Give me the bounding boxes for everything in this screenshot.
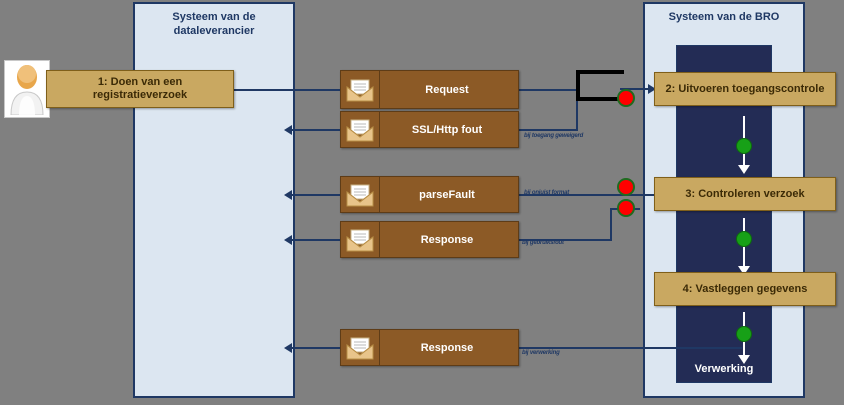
connector-request-out bbox=[518, 89, 578, 91]
green-dot-2 bbox=[736, 231, 752, 247]
message-box-sslfout[interactable]: SSL/Http fout bbox=[340, 111, 519, 148]
envelope-icon bbox=[341, 177, 380, 212]
process-box-step4[interactable]: 4: Vastleggen gegevens bbox=[654, 272, 836, 306]
band-flow-arrow-1 bbox=[738, 165, 750, 174]
connector-to-step2 bbox=[620, 88, 656, 90]
green-dot-1 bbox=[736, 138, 752, 154]
connector-request-thick-v bbox=[576, 70, 580, 101]
envelope-icon-glyph bbox=[346, 337, 374, 359]
swimlane-bro-title: Systeem van de BRO bbox=[668, 11, 780, 23]
connector-response2-in bbox=[518, 347, 742, 349]
red-dot-onjuist bbox=[617, 178, 635, 196]
note-gebruiksfout: bij gebruiksfout bbox=[522, 240, 564, 246]
actor-dataleverancier bbox=[4, 60, 50, 118]
message-box-request[interactable]: Request bbox=[340, 70, 519, 109]
green-dot-3 bbox=[736, 326, 752, 342]
red-dot-gebruiksfout bbox=[617, 199, 635, 217]
arrow-parsefault-left bbox=[284, 190, 292, 200]
message-box-request-label: Request bbox=[425, 83, 469, 96]
process-box-step2[interactable]: 2: Uitvoeren toegangscontrole bbox=[654, 72, 836, 106]
message-box-sslfout-label: SSL/Http fout bbox=[411, 123, 483, 136]
envelope-icon bbox=[341, 222, 380, 257]
connector-sslfout-drop bbox=[576, 101, 578, 129]
process-box-step1-line1: 1: Doen van een bbox=[97, 76, 183, 88]
band-flow-arrow-2 bbox=[738, 266, 750, 275]
process-box-step1-line2: registratieverzoek bbox=[92, 89, 188, 101]
arrow-sslfout-left bbox=[284, 125, 292, 135]
swimlane-dataleverancier-title-line2: dataleverancier bbox=[173, 25, 255, 37]
envelope-icon bbox=[341, 112, 380, 147]
arrow-response1-left bbox=[284, 235, 292, 245]
connector-request-thick-h1 bbox=[576, 97, 624, 101]
process-box-step3[interactable]: 3: Controleren verzoek bbox=[654, 177, 836, 211]
connector-response1-riser bbox=[610, 208, 612, 240]
message-box-parsefault-label: parseFault bbox=[419, 188, 475, 201]
note-onjuist-format: bij onjuist format bbox=[524, 190, 570, 196]
connector-parsefault-out bbox=[292, 194, 340, 196]
process-box-step2-label: 2: Uitvoeren toegangscontrole bbox=[665, 82, 825, 95]
connector-response1-in bbox=[518, 239, 612, 241]
connector-parsefault-in bbox=[518, 194, 626, 196]
note-toegang-geweigerd: bij toegang geweigerd bbox=[524, 133, 584, 139]
connector-response1-out bbox=[292, 239, 340, 241]
process-box-step1[interactable]: 1: Doen van een registratieverzoek bbox=[46, 70, 234, 108]
envelope-icon-glyph bbox=[346, 119, 374, 141]
note-verwerking: bij verwerking bbox=[522, 350, 560, 356]
swimlane-dataleverancier-title-line1: Systeem van de bbox=[172, 11, 256, 23]
connector-sslfout-in bbox=[518, 129, 578, 131]
message-box-response-2-label: Response bbox=[420, 341, 474, 354]
envelope-icon-glyph bbox=[346, 229, 374, 251]
envelope-icon bbox=[341, 330, 380, 365]
envelope-icon-glyph bbox=[346, 184, 374, 206]
process-box-step3-label: 3: Controleren verzoek bbox=[685, 187, 805, 200]
process-box-step4-label: 4: Vastleggen gegevens bbox=[682, 282, 808, 295]
red-dot-toegang bbox=[617, 89, 635, 107]
message-box-parsefault[interactable]: parseFault bbox=[340, 176, 519, 213]
arrow-response2-left bbox=[284, 343, 292, 353]
swimlane-dataleverancier: Systeem van de dataleverancier bbox=[133, 2, 295, 398]
arrow-into-step2 bbox=[648, 84, 656, 94]
bro-band-label: Verwerking bbox=[694, 363, 754, 375]
message-box-response-1-label: Response bbox=[420, 233, 474, 246]
message-box-response-2[interactable]: Response bbox=[340, 329, 519, 366]
connector-sslfout-out bbox=[292, 129, 340, 131]
connector-dots-to-step3 bbox=[626, 194, 656, 196]
envelope-icon-glyph bbox=[346, 79, 374, 101]
connector-step1-to-request bbox=[234, 89, 342, 91]
connector-request-thick-h2 bbox=[576, 70, 624, 74]
actor-person-icon bbox=[10, 65, 44, 115]
connector-response2-out bbox=[292, 347, 340, 349]
message-box-response-1[interactable]: Response bbox=[340, 221, 519, 258]
envelope-icon bbox=[341, 71, 380, 108]
band-flow-arrow-3 bbox=[738, 355, 750, 364]
swimlane-dataleverancier-title: Systeem van de dataleverancier bbox=[135, 10, 293, 38]
